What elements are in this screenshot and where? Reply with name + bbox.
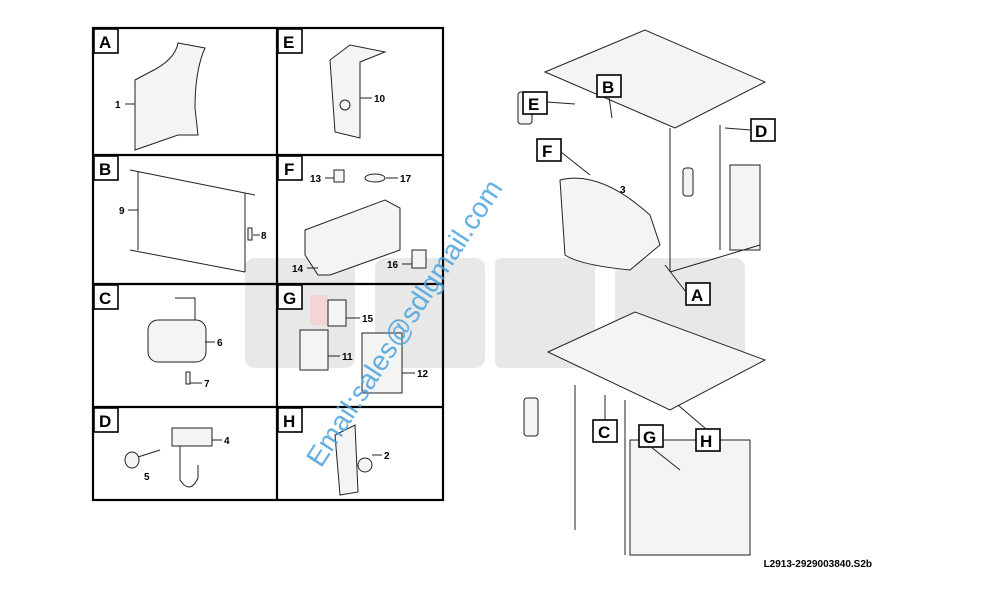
cab-assembly-upper xyxy=(517,29,767,273)
panel-label-g: G xyxy=(283,289,296,308)
part-number-6: 6 xyxy=(217,338,223,349)
part-number-7: 7 xyxy=(204,379,210,390)
panel-label-c: C xyxy=(99,289,111,308)
callout-c: C xyxy=(598,423,610,442)
part-number-15: 15 xyxy=(362,314,374,325)
part-number-5: 5 xyxy=(144,472,150,483)
reference-code: L2913-2929003840.S2b xyxy=(763,559,872,570)
part-number-17: 17 xyxy=(400,174,412,185)
panel-label-a: A xyxy=(99,33,111,52)
part-number-10: 10 xyxy=(374,94,386,105)
callout-d: D xyxy=(755,122,767,141)
callout-3: 3 xyxy=(620,185,626,196)
part-number-13: 13 xyxy=(310,174,322,185)
part-number-16: 16 xyxy=(387,260,399,271)
panel-label-f: F xyxy=(284,160,294,179)
part-1-trim: 1 xyxy=(115,42,206,151)
part-2-clip: 2 xyxy=(334,424,390,496)
part-number-4: 4 xyxy=(224,436,230,447)
part-number-14: 14 xyxy=(292,264,304,275)
part-number-12: 12 xyxy=(417,369,429,380)
part-number-2: 2 xyxy=(384,451,390,462)
part-pads: 15 11 12 xyxy=(299,299,429,394)
callout-e: E xyxy=(528,95,539,114)
panel-letters: A E B F C G D H xyxy=(93,28,303,433)
panel-label-h: H xyxy=(283,412,295,431)
part-9-sunshade: 9 8 xyxy=(119,169,267,273)
part-number-1: 1 xyxy=(115,100,121,111)
part-14-console: 13 17 14 16 xyxy=(292,169,427,276)
panel-label-d: D xyxy=(99,412,111,431)
callout-a: A xyxy=(691,286,703,305)
callout-g: G xyxy=(643,428,656,447)
part-4-hook: 4 5 xyxy=(124,427,230,488)
part-number-8: 8 xyxy=(261,231,267,242)
part-10-bracket: 10 xyxy=(329,44,387,139)
callout-b: B xyxy=(602,78,614,97)
part-number-9: 9 xyxy=(119,206,125,217)
panel-label-b: B xyxy=(99,160,111,179)
part-6-mirror: 6 7 xyxy=(147,297,223,390)
assembly-callouts: B E D F 3 A C G H xyxy=(522,74,776,471)
callout-h: H xyxy=(700,432,712,451)
cab-assembly-lower xyxy=(523,311,767,556)
callout-f: F xyxy=(542,142,552,161)
panel-grid xyxy=(91,26,445,502)
panel-label-e: E xyxy=(283,33,294,52)
part-number-11: 11 xyxy=(342,352,353,363)
